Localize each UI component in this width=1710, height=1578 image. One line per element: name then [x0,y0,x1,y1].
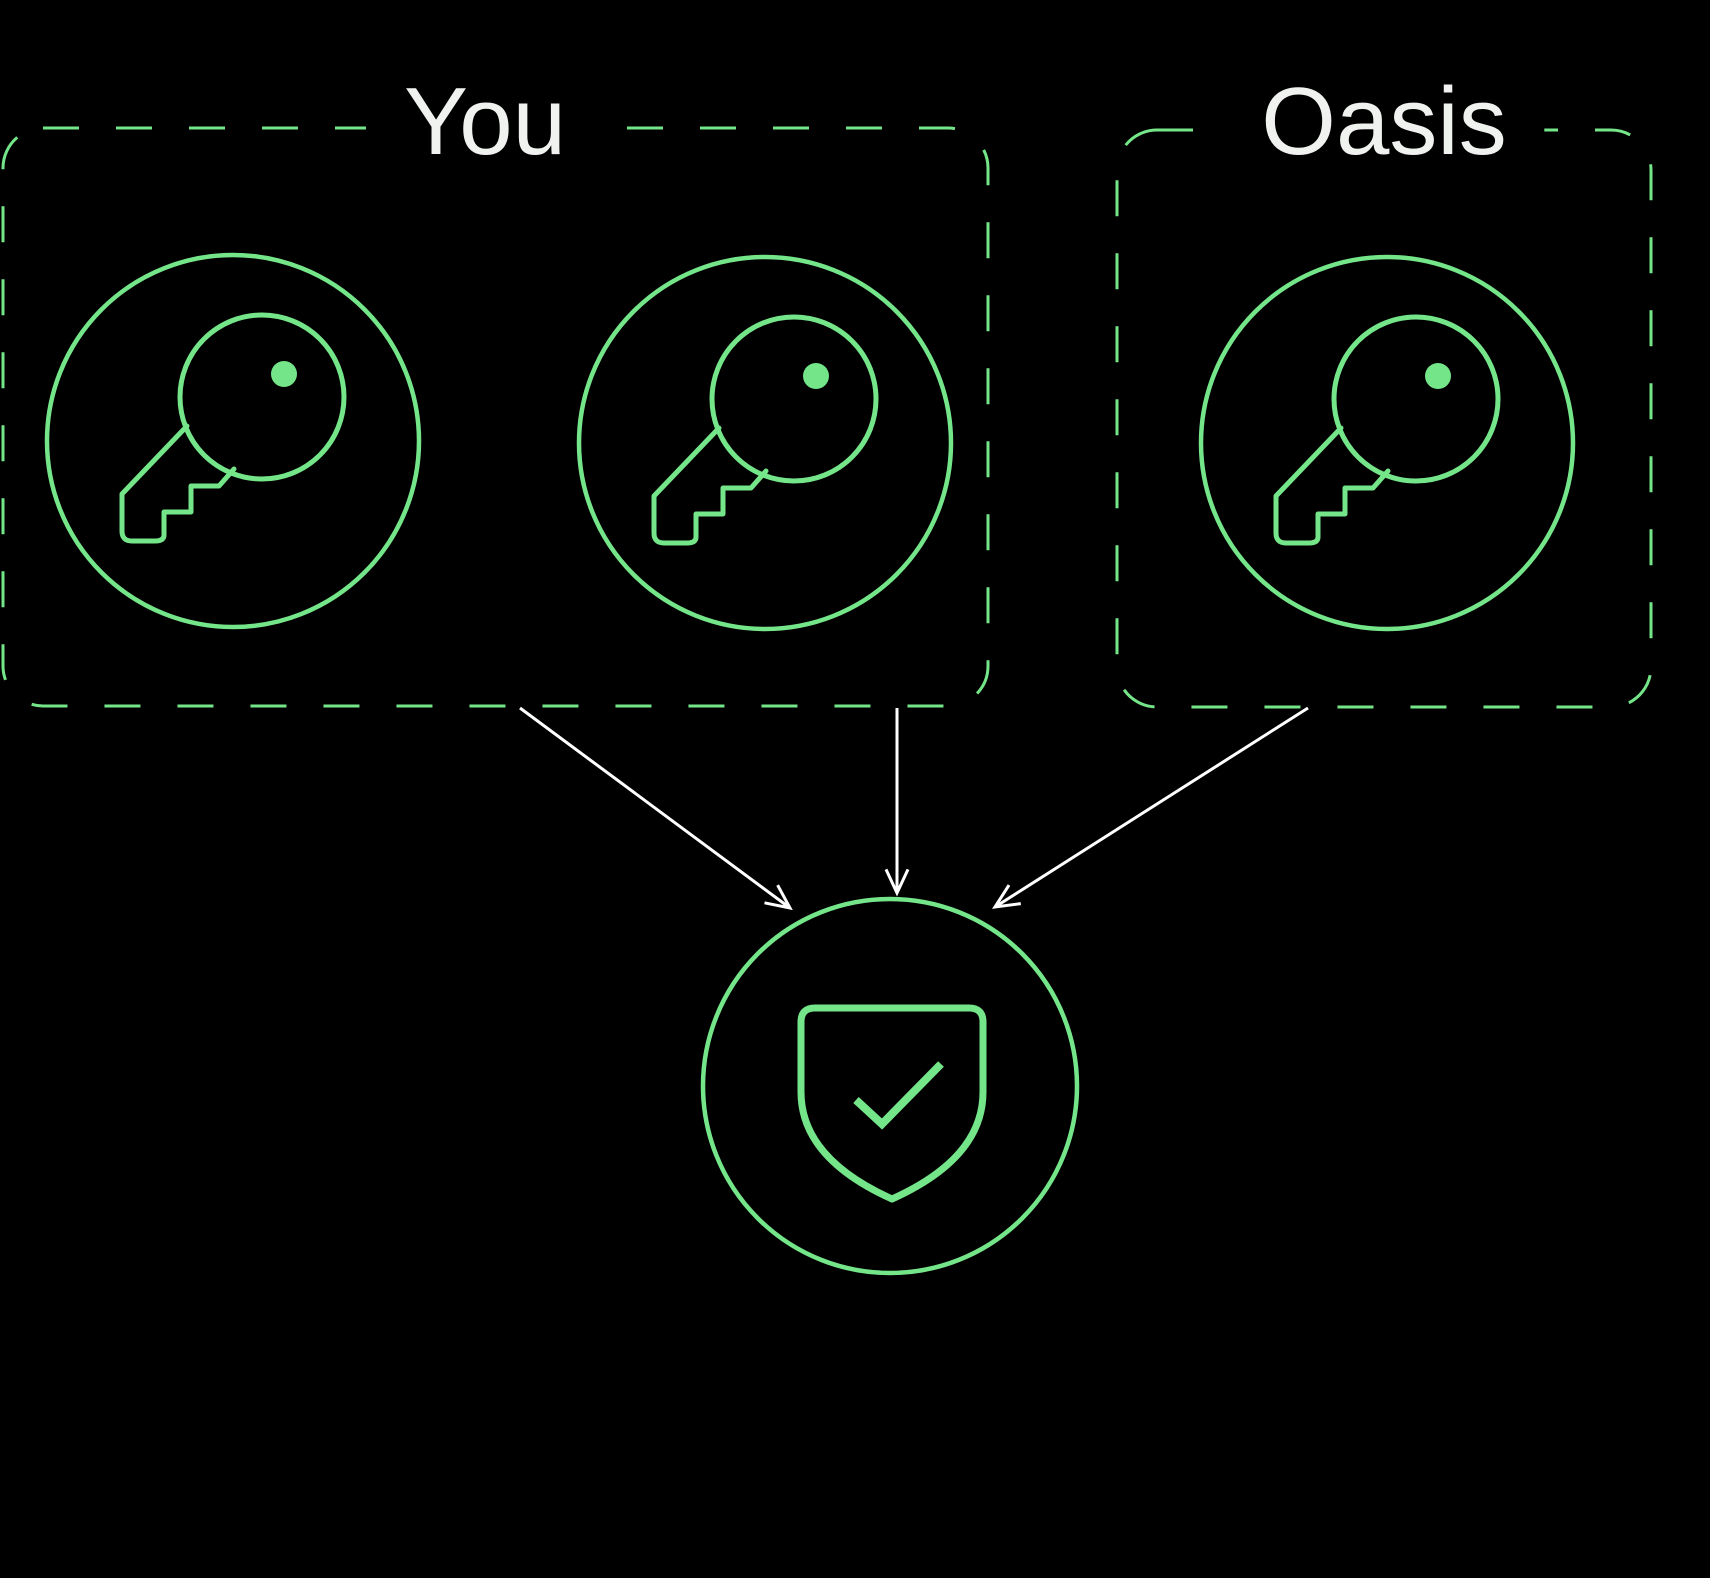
key-icon [47,255,419,627]
you-box-border [1,126,990,708]
check-icon [853,1061,944,1130]
arrow-from-oasis [991,706,1309,909]
arrows [519,706,1309,911]
key-icon [1201,257,1573,629]
arrow-from-you-left [519,706,793,911]
oasis-box-label: Oasis [1223,69,1545,175]
shield-badge [700,896,1080,1276]
arrow-from-you-right [884,708,910,897]
you-box-label: You [366,69,604,175]
shield-icon [797,1004,987,1203]
shield-circle [700,896,1080,1276]
key-icon [579,257,951,629]
